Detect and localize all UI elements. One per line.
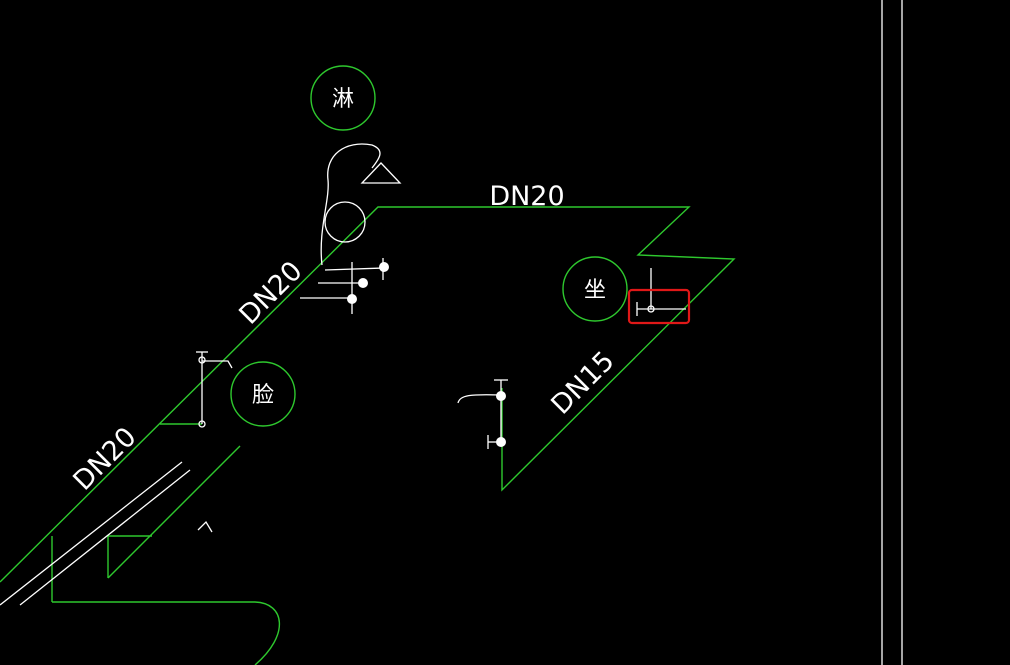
ref-line-2	[19, 469, 191, 606]
toilet-tap-symbol[interactable]	[636, 268, 686, 316]
washbasin-fixture-label: 脸	[252, 383, 274, 408]
toilet-fixture-label: 坐	[584, 278, 606, 303]
basin-spout	[202, 360, 233, 369]
ref-line-1	[0, 461, 183, 606]
sink-valve-1[interactable]	[496, 391, 506, 401]
selection-highlight-box[interactable]	[627, 288, 691, 325]
main-pipe[interactable]	[0, 206, 736, 583]
shower-valve-3[interactable]	[347, 294, 357, 304]
sink-spout	[457, 394, 503, 404]
shower-fixture[interactable]: 淋	[310, 65, 376, 131]
toilet-fixture-circle	[562, 256, 628, 322]
shower-valve-2[interactable]	[358, 278, 368, 288]
washbasin-fixture[interactable]: 脸	[230, 361, 296, 427]
basin-valve-lower[interactable]	[198, 420, 206, 428]
shower-hose	[320, 143, 381, 266]
shower-fixture-label: 淋	[332, 87, 354, 112]
pipe-network[interactable]	[0, 206, 736, 665]
washbasin-fixture-circle	[230, 361, 296, 427]
sink-valve-2[interactable]	[496, 437, 506, 447]
shower-coil	[324, 201, 366, 243]
pipe-label-top: DN20	[489, 181, 564, 212]
shower-head-icon	[360, 162, 402, 184]
shower-fixture-circle	[310, 65, 376, 131]
shower-valve-1[interactable]	[379, 262, 389, 272]
pipe-bend[interactable]	[254, 601, 281, 665]
valve-mark	[197, 520, 213, 533]
toilet-fixture[interactable]: 坐	[562, 256, 628, 322]
toilet-valve[interactable]	[647, 305, 655, 313]
sink-tap-symbol[interactable]	[457, 379, 508, 449]
washbasin-tap-symbol[interactable]	[196, 351, 233, 428]
shower-symbol[interactable]	[300, 143, 402, 314]
shower-tap-line-1	[324, 267, 385, 271]
pipe-parallel[interactable]	[107, 445, 241, 579]
basin-valve[interactable]	[198, 356, 206, 364]
